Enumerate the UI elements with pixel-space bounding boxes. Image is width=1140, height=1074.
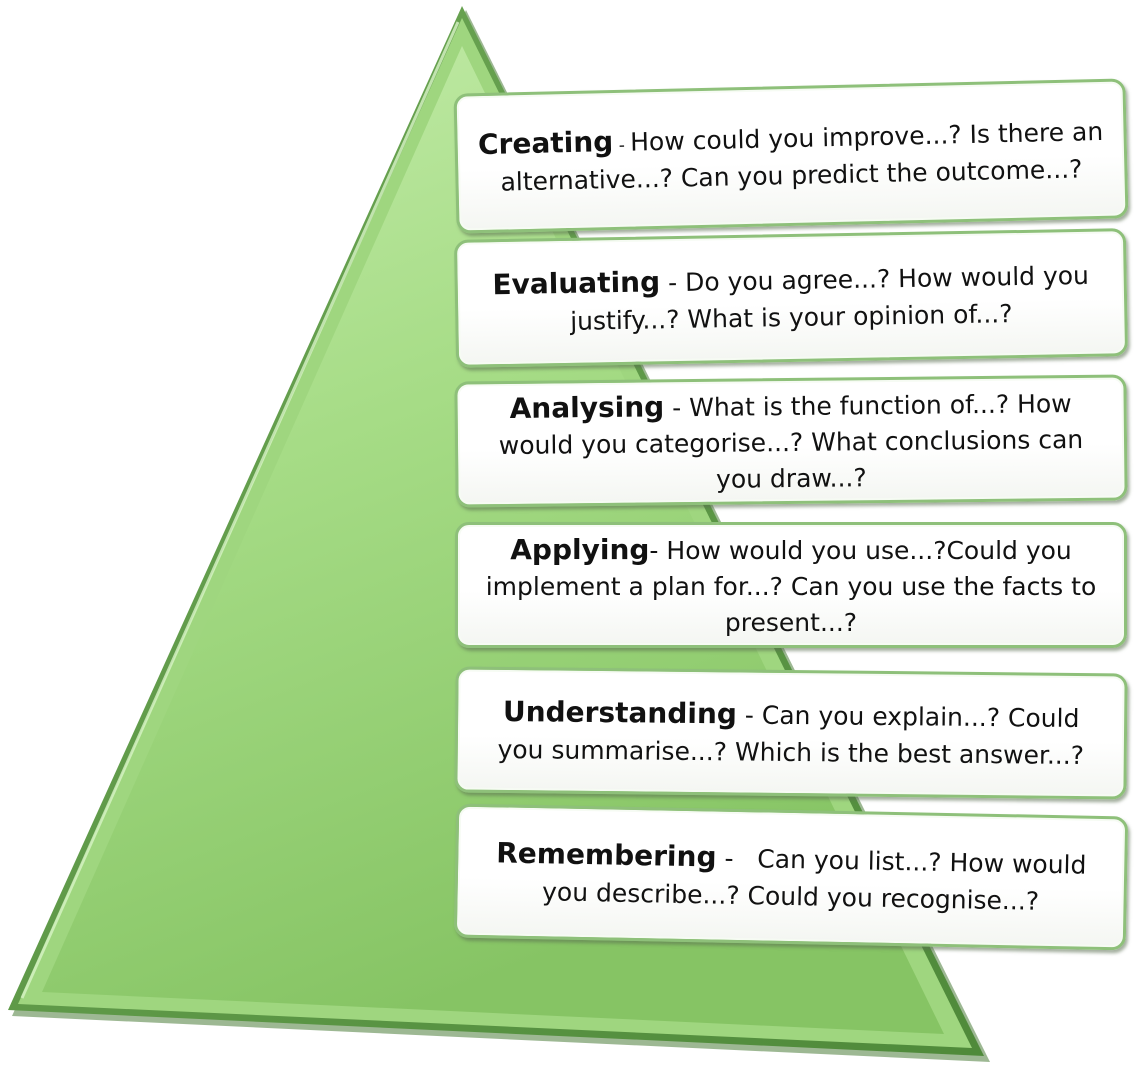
level-box-understanding: Understanding - Can you explain...? Coul…: [454, 666, 1128, 800]
level-name: Understanding: [502, 695, 738, 731]
level-box-applying: Applying- How would you use...?Could you…: [455, 522, 1127, 648]
level-text: Applying- How would you use...?Could you…: [476, 530, 1106, 641]
level-separator: -: [664, 392, 690, 422]
level-name: Applying: [510, 532, 650, 566]
level-box-remembering: Remembering - Can you list...? How would…: [453, 803, 1129, 951]
level-separator: -: [659, 268, 686, 298]
level-text: Evaluating - Do you agree...? How would …: [475, 255, 1106, 341]
level-separator: -: [736, 700, 763, 731]
level-text: Remembering - Can you list...? How would…: [475, 833, 1106, 920]
level-separator: -: [716, 843, 758, 874]
level-box-analysing: Analysing - What is the function of...? …: [454, 374, 1128, 508]
level-box-evaluating: Evaluating - Do you agree...? How would …: [453, 228, 1129, 368]
level-text: Understanding - Can you explain...? Coul…: [476, 692, 1107, 774]
level-text: Analysing - What is the function of...? …: [475, 382, 1106, 499]
pyramid-highlight: [20, 21, 460, 999]
level-name: Creating: [477, 125, 614, 162]
level-separator: -: [613, 136, 631, 157]
level-box-creating: Creating - How could you improve...? Is …: [453, 78, 1129, 234]
level-text: Creating - How could you improve...? Is …: [475, 111, 1107, 201]
level-separator: -: [649, 535, 667, 565]
level-name: Analysing: [509, 389, 665, 425]
level-questions: How would you use...?Could you implement…: [485, 535, 1097, 637]
level-name: Remembering: [495, 836, 717, 874]
level-name: Evaluating: [492, 265, 661, 302]
